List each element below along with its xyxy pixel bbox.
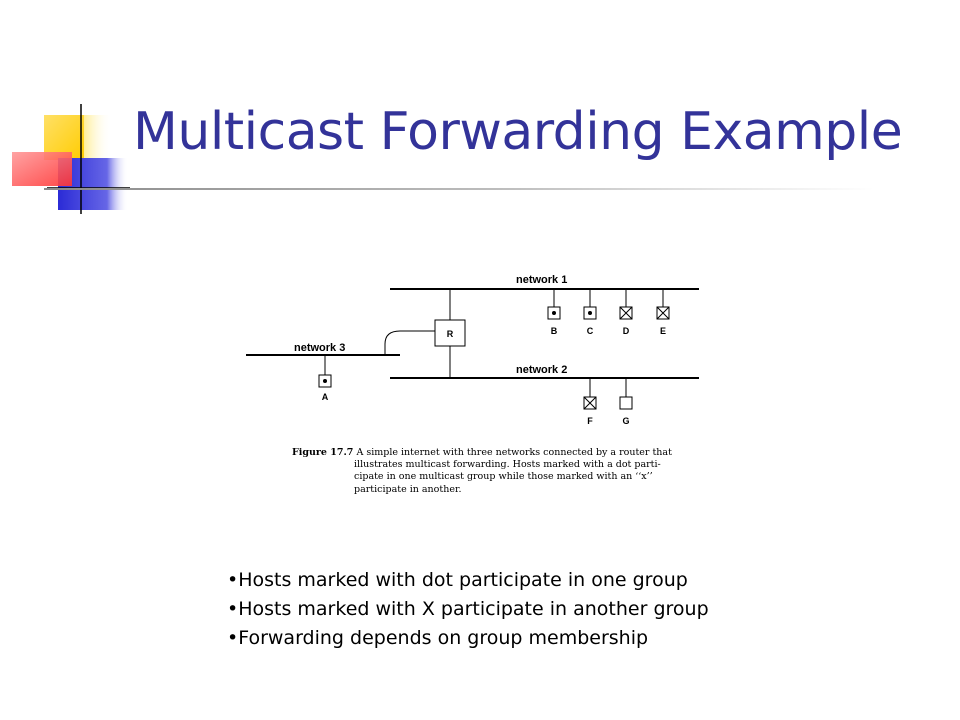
slide-title: Multicast Forwarding Example — [133, 102, 903, 162]
host-d-label: D — [623, 326, 630, 336]
bullet-item: •Forwarding depends on group membership — [227, 627, 649, 649]
host-f-label: F — [587, 416, 593, 426]
router-to-network-3 — [384, 330, 435, 355]
router-label: R — [447, 329, 454, 339]
network-2-label: network 2 — [516, 364, 567, 376]
caption-line-2: illustrates multicast forwarding. Hosts … — [354, 459, 661, 471]
caption-line-1: Figure 17.7 A simple internet with three… — [292, 447, 682, 459]
host-e-x-mark — [656, 306, 670, 320]
host-c-dot — [588, 311, 592, 315]
network-diagram: network 1 network 2 network 3 R B C D E … — [246, 274, 699, 426]
bullet-item: •Hosts marked with X participate in anot… — [227, 598, 709, 620]
caption-text-1: A simple internet with three networks co… — [356, 447, 672, 458]
host-b-label: B — [551, 326, 558, 336]
router-box — [434, 319, 466, 347]
host-b-dot — [552, 311, 556, 315]
bullet-list: •Hosts marked with dot participate in on… — [227, 566, 709, 653]
network-1-label: network 1 — [516, 274, 567, 286]
host-f-x-mark — [583, 396, 597, 410]
caption-figure-number: Figure 17.7 — [292, 447, 354, 458]
title-divider — [44, 188, 874, 190]
host-d-x-mark — [619, 306, 633, 320]
network-3-label: network 3 — [294, 342, 345, 354]
caption-line-3: cipate in one multicast group while thos… — [354, 471, 653, 483]
logo-decoration — [12, 104, 130, 214]
host-c-label: C — [587, 326, 594, 336]
host-a-label: A — [322, 392, 329, 402]
host-a-dot — [323, 379, 327, 383]
figure-caption: Figure 17.7 A simple internet with three… — [292, 447, 682, 496]
bullet-item: •Hosts marked with dot participate in on… — [227, 569, 688, 591]
caption-line-4: participate in another. — [354, 483, 462, 495]
host-g-label: G — [622, 416, 629, 426]
host-g-box — [619, 396, 633, 410]
host-e-label: E — [660, 326, 666, 336]
